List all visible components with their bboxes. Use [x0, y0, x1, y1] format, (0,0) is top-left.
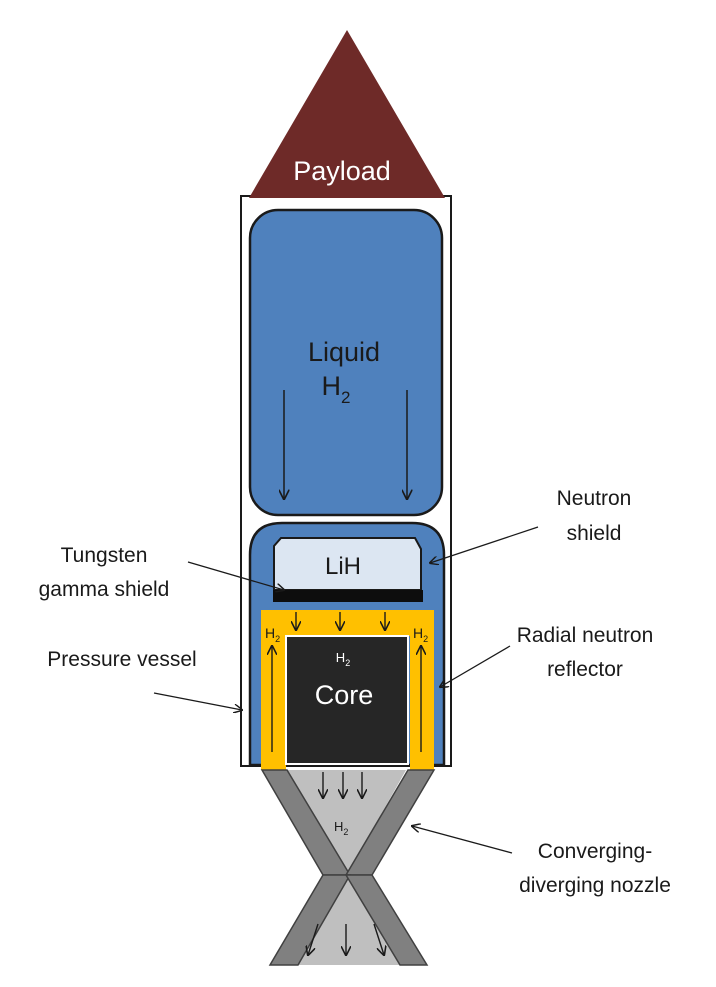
core-label: Core: [315, 680, 374, 710]
liquid-h2-tank: [248, 208, 444, 517]
reflector-h2-label-left: H2: [265, 625, 280, 644]
radial-reflector-label-line2: reflector: [547, 658, 623, 681]
exhaust-arrow-right: [373, 923, 384, 955]
exhaust-arrow-left: [308, 923, 319, 955]
neutron-shield-label-line1: Neutron: [557, 487, 632, 510]
pressure-vessel-label: Pressure vessel: [47, 648, 196, 671]
liquid-label: Liquid: [308, 337, 380, 367]
nozzle-label-line2: diverging nozzle: [519, 874, 671, 897]
liquid-h2-formula: H2: [322, 371, 351, 407]
reflector-h2-label-right: H2: [413, 625, 428, 644]
nozzle-wall-lower-right: [344, 874, 429, 966]
radial-reflector-pointer: [440, 645, 511, 687]
nozzle-pointer: [412, 826, 513, 854]
radial-reflector-label-line1: Radial neutron: [517, 624, 654, 647]
tungsten-pointer: [187, 561, 284, 590]
nozzle-label-line1: Converging-: [538, 840, 652, 863]
nozzle-wall-lower-left: [268, 874, 352, 966]
nozzle-h2-label: H2: [334, 819, 348, 837]
tungsten-label-line1: Tungsten: [61, 544, 148, 567]
nozzle-converging-section: [287, 770, 406, 875]
tungsten-gamma-shield: [273, 590, 423, 602]
nozzle-diverging-section: [295, 875, 410, 965]
core-h2-label: H2: [336, 650, 350, 668]
pressure-vessel-pointer: [153, 692, 242, 710]
payload-cone: [249, 30, 445, 198]
neutron-shield-pointer: [430, 526, 539, 563]
payload-label: Payload: [293, 156, 391, 186]
radial-neutron-reflector: [261, 610, 434, 770]
neutron-shield-label-line2: shield: [567, 522, 622, 545]
tungsten-label-line2: gamma shield: [39, 578, 170, 601]
lih-label: LiH: [325, 553, 361, 580]
reactor-core: [285, 635, 409, 765]
